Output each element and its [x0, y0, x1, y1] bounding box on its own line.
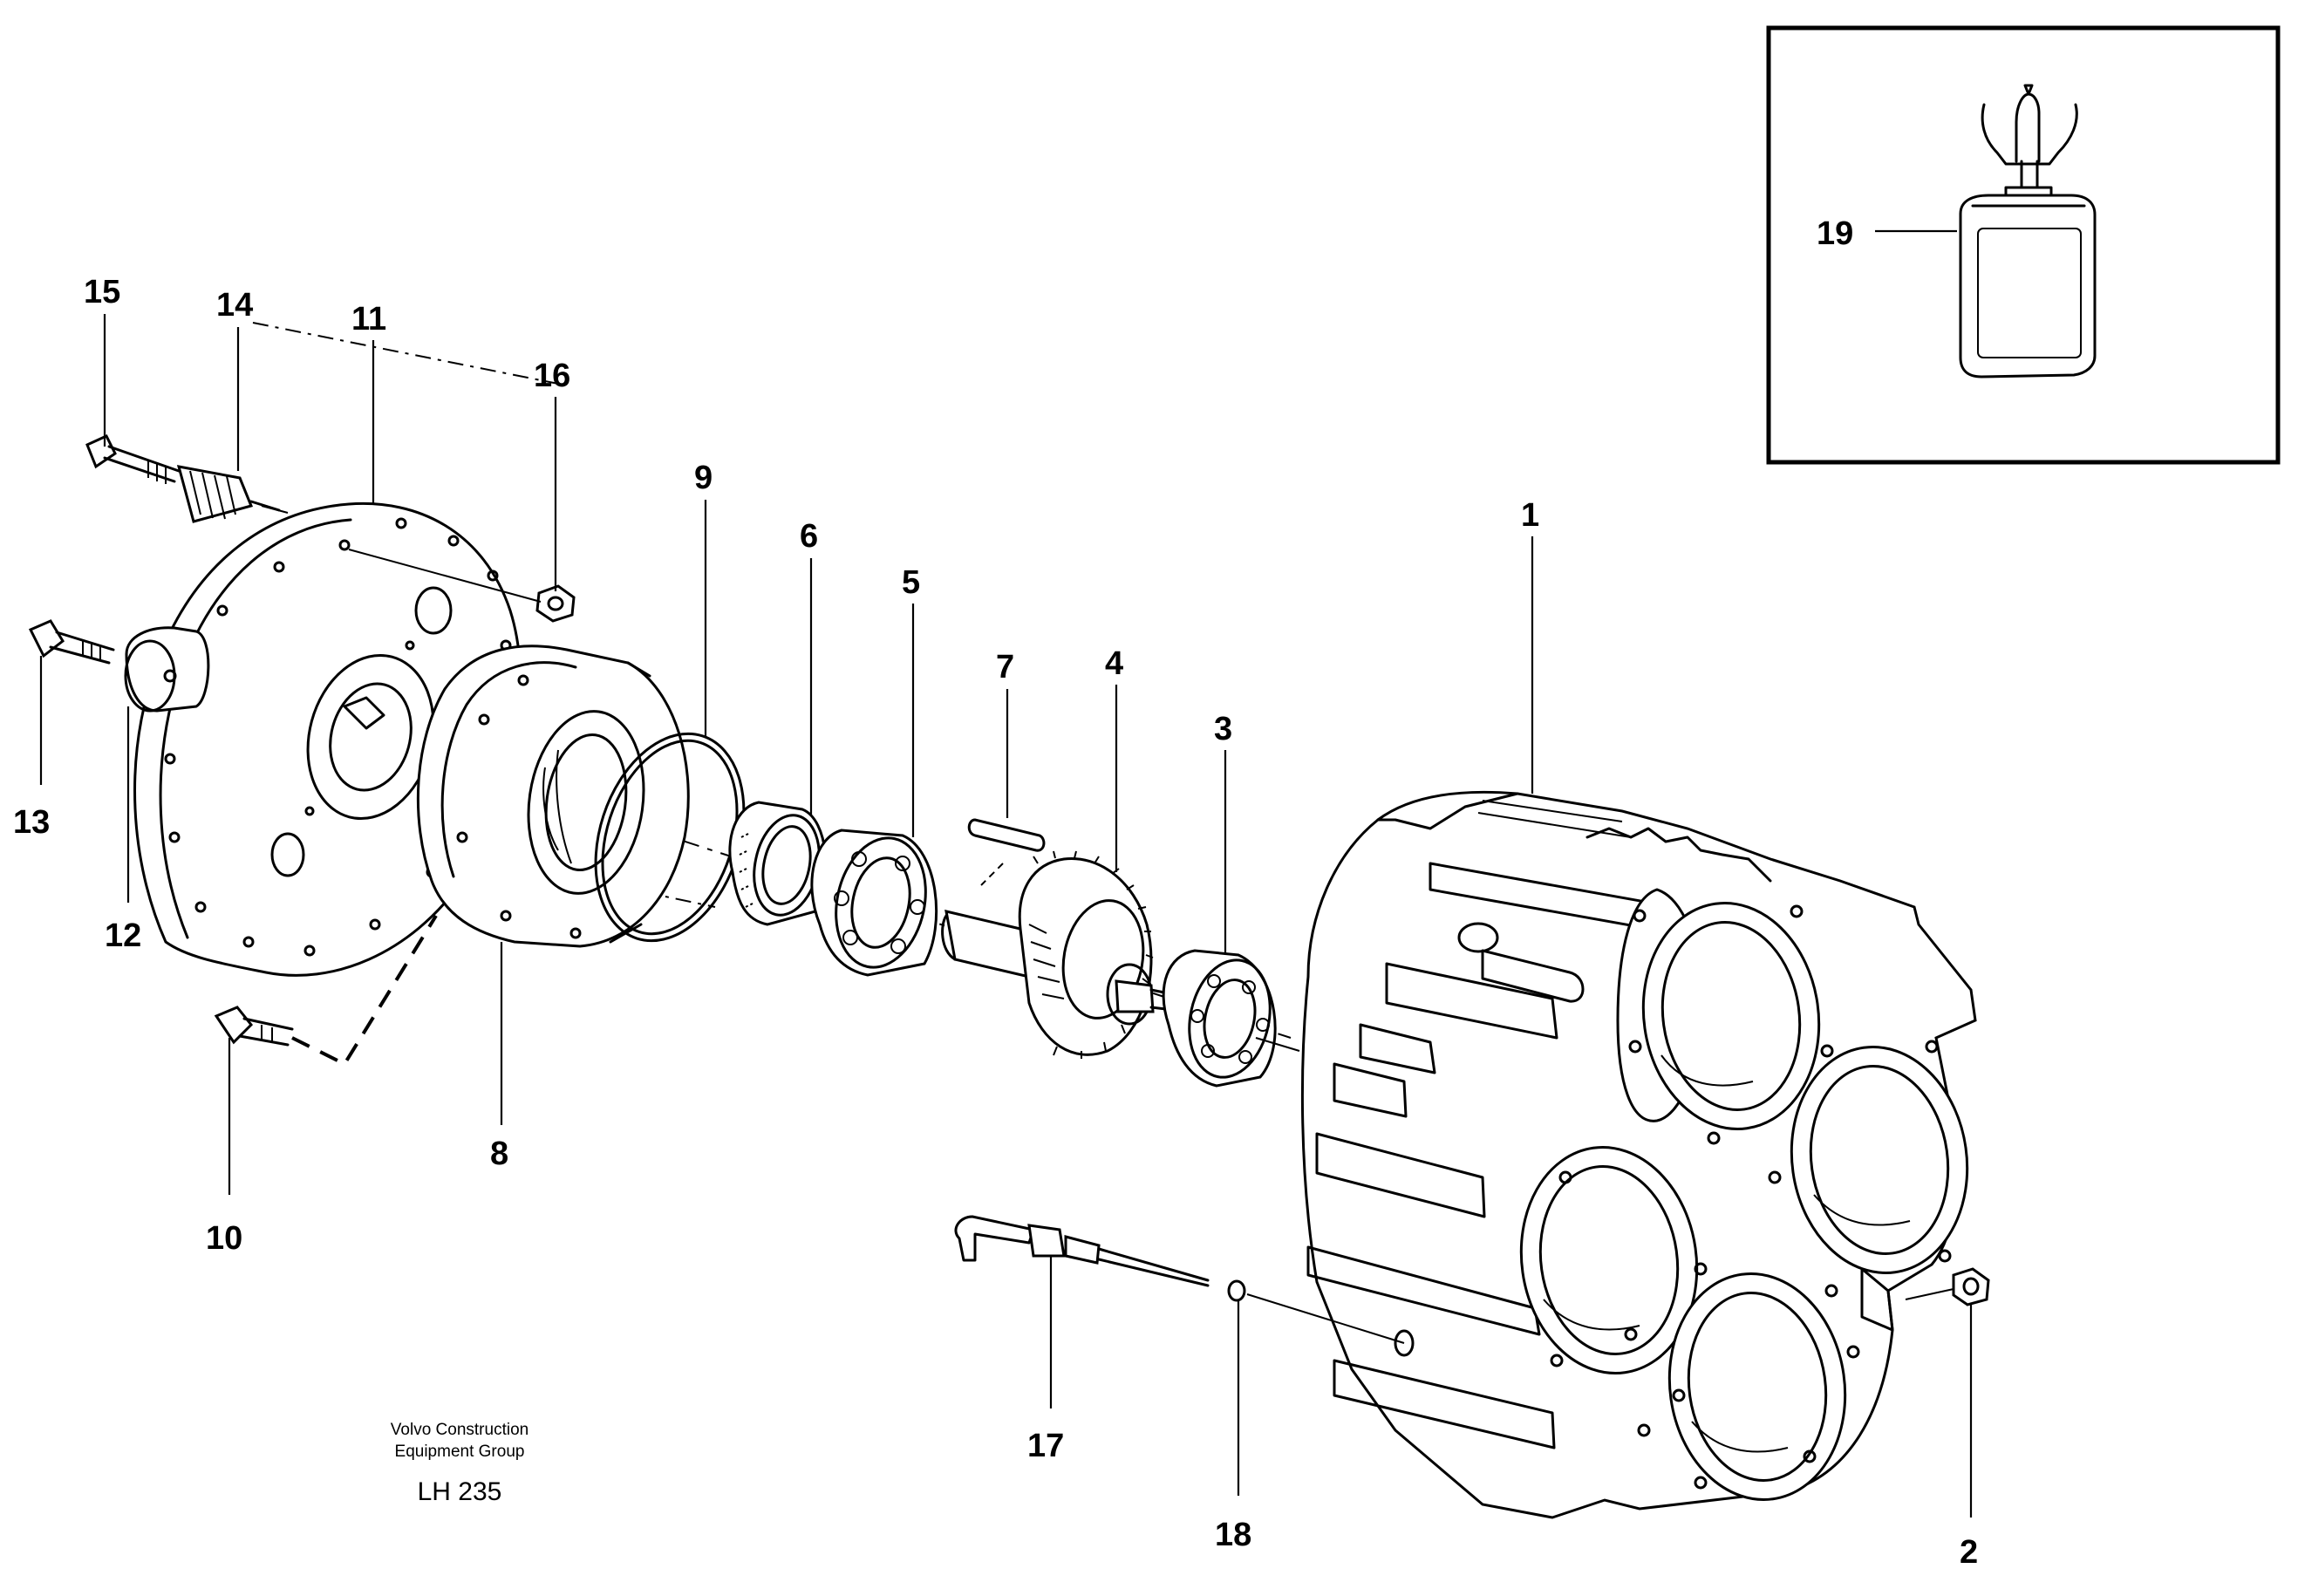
callout-16: 16 [534, 358, 570, 394]
bolt-part-15 [85, 434, 181, 484]
key-part-7 [967, 818, 1046, 852]
bolt-part-13 [28, 619, 115, 665]
footer-company-line1: Volvo Construction [391, 1421, 528, 1439]
callout-3: 3 [1214, 711, 1232, 747]
callout-4: 4 [1105, 645, 1123, 682]
callout-11: 11 [351, 301, 386, 338]
callout-2: 2 [1960, 1534, 1978, 1571]
bearing-part-3 [1162, 949, 1277, 1088]
callout-1: 1 [1521, 497, 1539, 534]
callout-6: 6 [800, 518, 818, 555]
o-ring-part-18 [1227, 1279, 1246, 1302]
dipstick-part-17 [954, 1215, 1210, 1287]
plug-part-2 [1952, 1267, 1990, 1306]
oil-bottle-part [1959, 84, 2097, 379]
gear-shaft-part-4 [941, 850, 1175, 1059]
callout-10: 10 [206, 1220, 242, 1257]
callout-19: 19 [1817, 215, 1853, 252]
callout-12: 12 [105, 917, 141, 954]
bearing-part-5 [810, 829, 938, 977]
drawing-code: LH 235 [418, 1477, 502, 1506]
bolt-part-10 [214, 1006, 294, 1047]
nut-part-16 [535, 584, 576, 623]
callout-13: 13 [13, 804, 50, 841]
housing-part-1 [1300, 790, 1977, 1519]
callout-17: 17 [1027, 1428, 1064, 1464]
bush-part-12 [124, 626, 210, 713]
callout-15: 15 [84, 274, 120, 310]
housing-part-8 [416, 645, 690, 948]
plug-part-14 [176, 465, 281, 523]
callout-9: 9 [694, 460, 713, 496]
callout-18: 18 [1215, 1517, 1251, 1553]
callout-8: 8 [490, 1136, 508, 1172]
callout-7: 7 [996, 649, 1014, 685]
callout-14: 14 [216, 287, 253, 324]
callout-5: 5 [902, 564, 920, 601]
inset-box: 19 [1766, 25, 2281, 465]
footer-company-line2: Equipment Group [395, 1443, 525, 1461]
